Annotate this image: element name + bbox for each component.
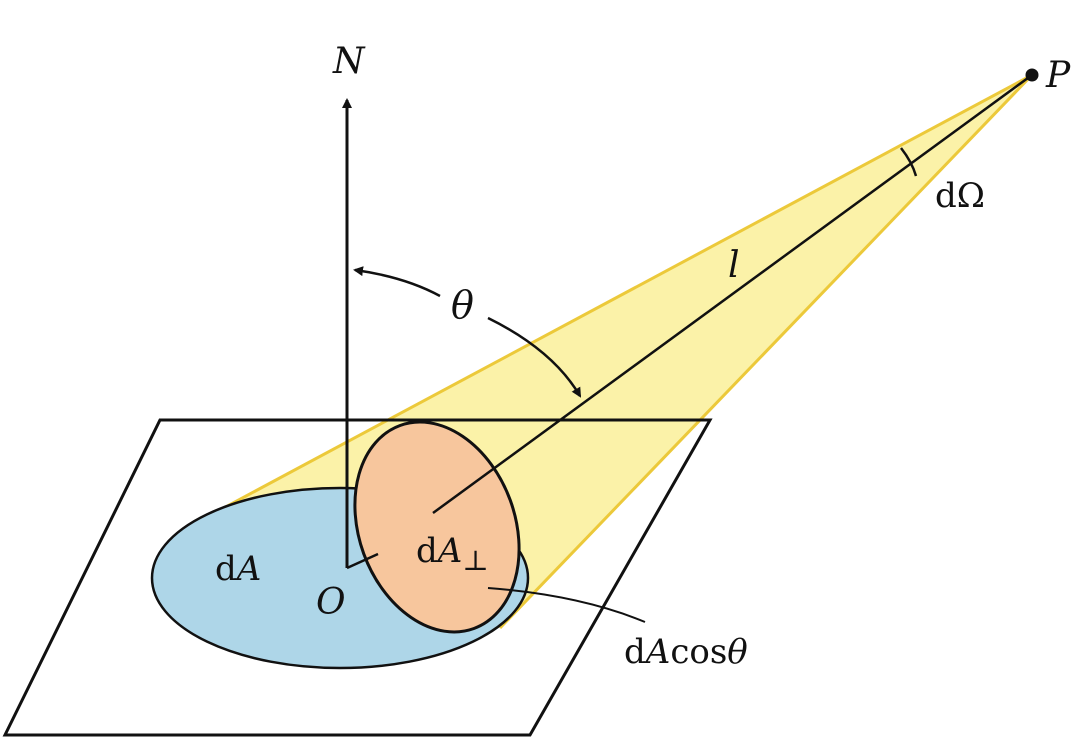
- area-label: dA: [215, 549, 261, 589]
- distance-label: l: [728, 245, 740, 286]
- proj-label-a: A: [643, 632, 671, 672]
- cone-lower-edge: [498, 73, 1034, 630]
- solid-angle-label: dΩ: [935, 176, 985, 216]
- proj-label-theta: θ: [727, 632, 747, 672]
- normal-label: N: [332, 41, 366, 82]
- theta-arc-upper: [353, 266, 441, 298]
- origin-label: O: [316, 582, 346, 623]
- theta-arc-lower: [487, 316, 582, 398]
- proj-label-cos: cos: [670, 632, 727, 672]
- surface-plane: [2, 418, 713, 737]
- theta-label: θ: [451, 283, 474, 327]
- point-p-label: P: [1045, 55, 1071, 96]
- perp-label-d: d: [416, 531, 438, 571]
- perp-label-a: A: [435, 531, 463, 571]
- proj-label-d: d: [624, 632, 646, 672]
- area-label-d: d: [215, 549, 237, 589]
- origin-segment: [346, 552, 379, 570]
- distance-line-l: [432, 73, 1033, 515]
- perpendicular-area-element: [353, 420, 521, 634]
- solid-angle-arc: [900, 147, 918, 177]
- point-p-dot: [1025, 68, 1039, 82]
- area-label-a: A: [234, 549, 262, 589]
- cone-upper-edge: [204, 73, 1033, 520]
- projection-label: dAcosθ: [624, 632, 748, 672]
- projection-leader-line: [487, 587, 646, 623]
- perpendicular-area-label: dA⊥: [416, 531, 489, 577]
- perp-label-sub: ⊥: [462, 544, 488, 577]
